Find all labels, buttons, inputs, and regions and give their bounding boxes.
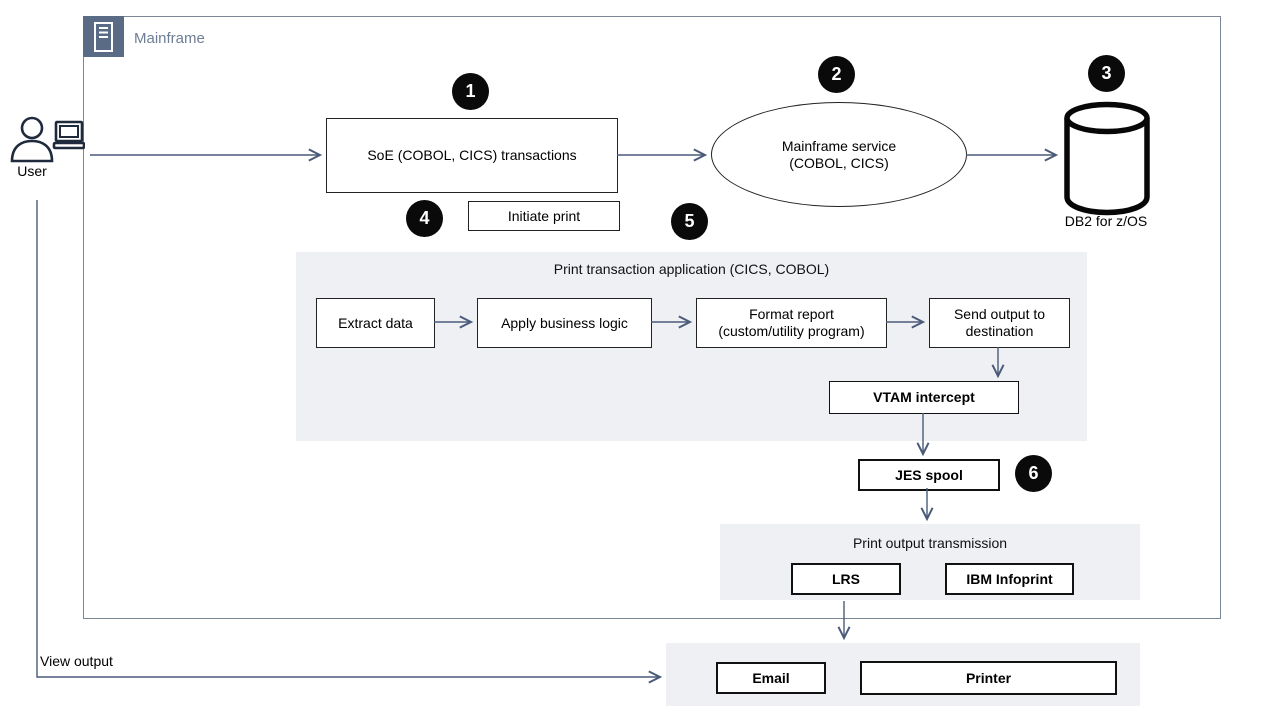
initiate-print-node: Initiate print <box>468 201 620 231</box>
printer-node: Printer <box>860 661 1117 695</box>
step-badge-2: 2 <box>818 56 855 93</box>
step-badge-5: 5 <box>671 203 708 240</box>
jes-spool-node: JES spool <box>858 459 1000 491</box>
email-node: Email <box>716 662 826 694</box>
lrs-node: LRS <box>791 563 901 595</box>
user-label: User <box>17 163 47 179</box>
mainframe-service-line1: Mainframe service <box>781 137 897 154</box>
step-badge-4: 4 <box>406 200 443 237</box>
step-badge-1: 1 <box>452 73 489 110</box>
mainframe-icon <box>83 16 124 57</box>
database-cylinder-icon <box>1061 99 1153 222</box>
extract-data-node: Extract data <box>316 298 435 348</box>
mainframe-group-label: Mainframe <box>134 30 205 47</box>
initiate-print-label: Initiate print <box>507 207 581 224</box>
user-with-computer-icon <box>6 116 86 171</box>
format-report-node: Format report (custom/utility program) <box>696 298 887 348</box>
ibm-infoprint-node: IBM Infoprint <box>945 563 1074 595</box>
step-badge-3: 3 <box>1088 55 1125 92</box>
print-app-title: Print transaction application (CICS, COB… <box>553 261 830 277</box>
print-output-transmission-panel: Print output transmission <box>720 524 1140 600</box>
transmission-title: Print output transmission <box>852 535 1008 551</box>
mainframe-service-line2: (COBOL, CICS) <box>789 154 889 171</box>
soe-transactions-label: SoE (COBOL, CICS) transactions <box>367 147 577 163</box>
vtam-intercept-node: VTAM intercept <box>829 381 1019 414</box>
apply-business-logic-node: Apply business logic <box>477 298 652 348</box>
step-badge-6: 6 <box>1015 455 1052 492</box>
view-output-label: View output <box>40 653 113 669</box>
db2-label: DB2 for z/OS <box>1064 213 1148 229</box>
soe-transactions-node: SoE (COBOL, CICS) transactions <box>326 118 618 193</box>
mainframe-service-node: Mainframe service (COBOL, CICS) <box>711 102 967 207</box>
send-output-node: Send output to destination <box>929 298 1070 348</box>
